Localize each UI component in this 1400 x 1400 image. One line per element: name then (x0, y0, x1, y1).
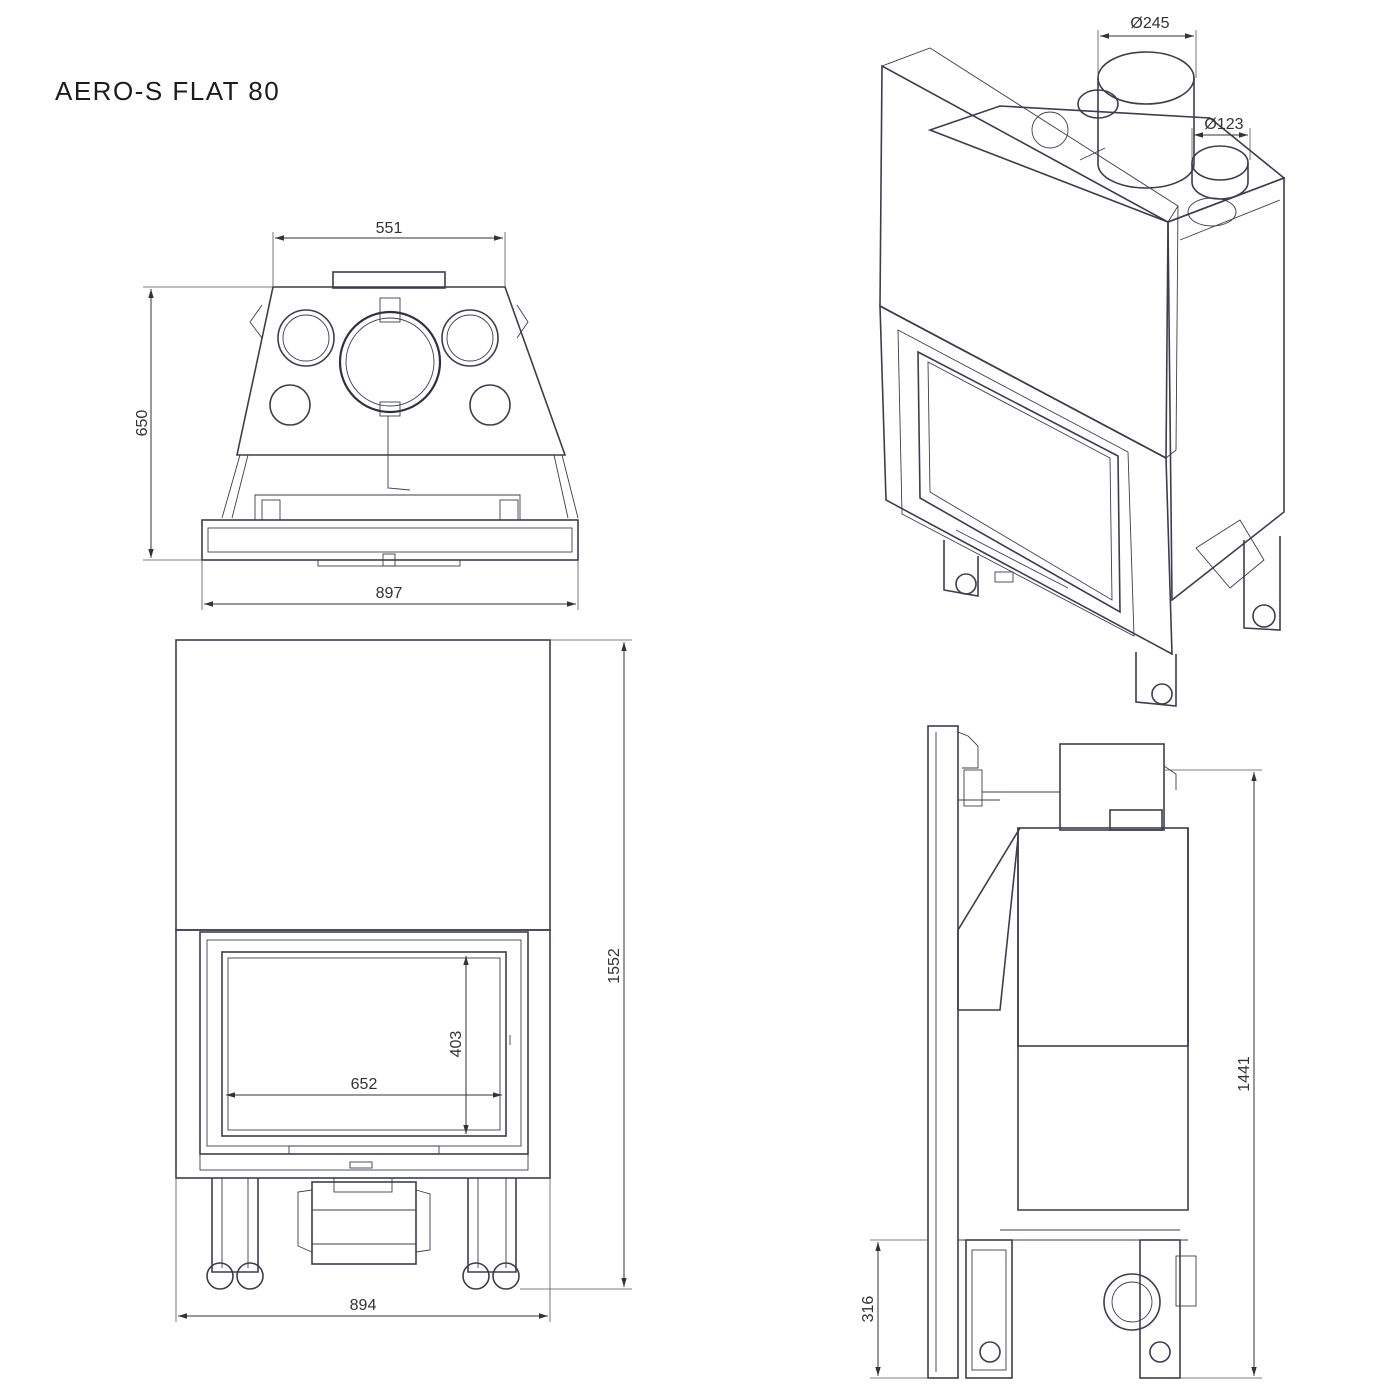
flue-outlet (338, 310, 442, 414)
dim-652: 652 (351, 1076, 378, 1093)
side-fan (1103, 1273, 1161, 1331)
hood-panel (175, 639, 551, 931)
dim-d245: Ø245 (1130, 15, 1169, 32)
side-front-panel (927, 725, 959, 1379)
glass (221, 951, 507, 1137)
fan-motor (311, 1181, 417, 1265)
dim-1552: 1552 (606, 948, 623, 984)
iso-glass (917, 350, 1121, 614)
top-view (201, 271, 579, 567)
dim-894: 894 (350, 1297, 377, 1314)
front-view-dimensions: 403 652 1552 894 (175, 639, 632, 1322)
drawing-title: AERO-S FLAT 80 (55, 76, 281, 106)
dim-d123: Ø123 (1204, 116, 1243, 133)
side-body (1017, 827, 1189, 1047)
side-flue-box (1059, 743, 1165, 831)
side-view (927, 725, 1197, 1379)
air-outlet-left (277, 309, 335, 367)
front-view (175, 639, 551, 1290)
front-hood-panel (879, 64, 1169, 460)
dim-403: 403 (448, 1031, 465, 1058)
side-view-dimensions: 1441 316 (860, 769, 1262, 1379)
dim-316: 316 (860, 1296, 877, 1323)
dim-650: 650 (134, 410, 151, 437)
dim-1441: 1441 (1236, 1056, 1253, 1092)
air-outlet-right (441, 309, 499, 367)
top-view-dimensions: 551 650 897 (134, 220, 579, 610)
flue-collar (1097, 51, 1195, 105)
isometric-dimensions: Ø245 Ø123 (1097, 15, 1251, 160)
dim-551: 551 (376, 220, 403, 237)
door-frame (199, 931, 529, 1155)
isometric-view (879, 47, 1286, 707)
dim-897: 897 (376, 585, 403, 602)
